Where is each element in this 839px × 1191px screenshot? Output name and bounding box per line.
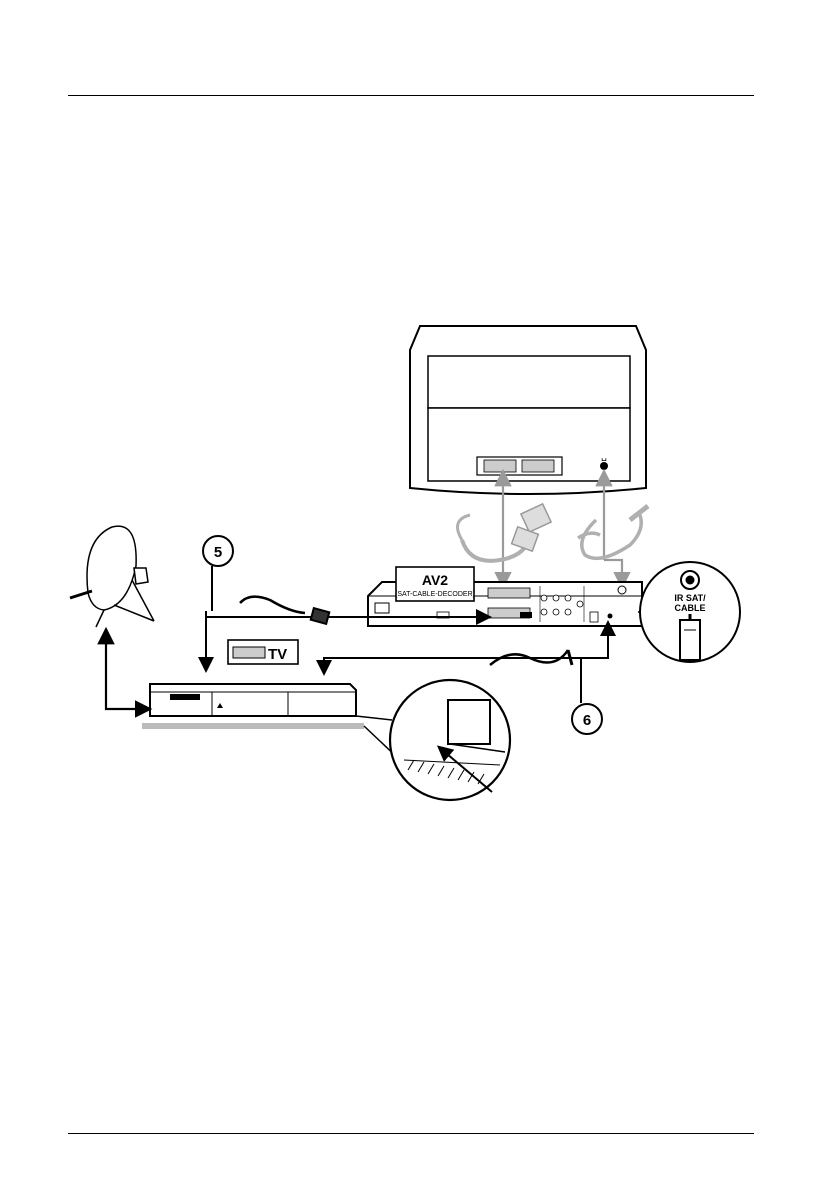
television: ␣: [410, 326, 646, 494]
dish-receiver-link: [106, 640, 148, 709]
ir-jack-magnifier: IR SAT/ CABLE: [638, 562, 740, 662]
tv-scart-1: [484, 460, 516, 472]
ir-cable-illustration: [578, 506, 648, 558]
satellite-receiver: [142, 684, 364, 729]
recorder-ir-socket: [608, 614, 613, 619]
tv-ir-socket: [600, 462, 608, 470]
step-5-label: 5: [214, 544, 222, 561]
scart-cable-illustration: [458, 504, 552, 561]
ir-jack-label-line1: IR SAT/: [674, 593, 706, 603]
av2-label-subtitle: (SAT-CABLE-DECODER): [395, 591, 475, 598]
av2-label-box: AV2 (SAT-CABLE-DECODER): [395, 567, 475, 601]
receiver-tv-label-text: TV: [268, 646, 287, 663]
recorder-scart-av1: [488, 588, 530, 598]
ir-jack-label-line2: CABLE: [675, 603, 706, 613]
av2-label-title: AV2: [422, 572, 448, 588]
step-6-label: 6: [583, 712, 591, 729]
recorder-power-socket: [375, 603, 389, 613]
receiver-tv-scart-label: TV: [228, 640, 298, 664]
satellite-dish: [70, 526, 154, 627]
tv-scart-2: [522, 460, 554, 472]
receiver-detail-magnifier: [356, 680, 510, 800]
tv-ir-symbol: ␣: [601, 451, 607, 462]
